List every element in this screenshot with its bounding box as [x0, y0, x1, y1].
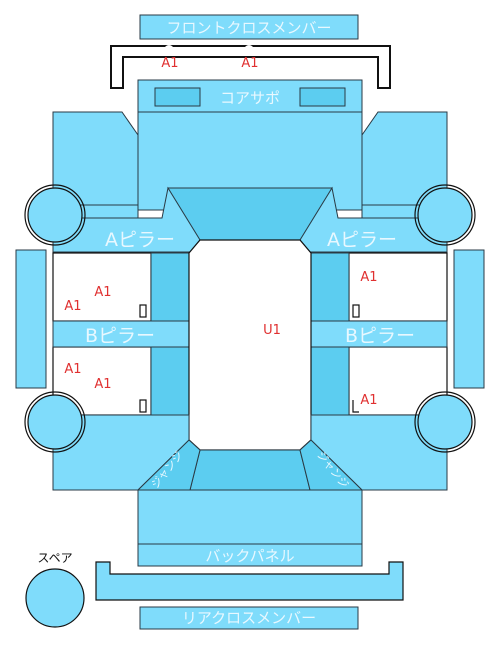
wheel-front-left[interactable]	[27, 187, 83, 243]
marker-left-upper-a: A1	[94, 285, 111, 300]
core-support-slot-right	[299, 87, 346, 107]
back-panel-label: バックパネル	[205, 547, 294, 565]
rear-cross-member[interactable]	[139, 606, 359, 630]
front-cross-member[interactable]	[139, 14, 359, 40]
right-rocker-panel[interactable]	[453, 249, 485, 389]
left-rocker-panel[interactable]	[15, 249, 47, 389]
bolt-left-icon	[164, 45, 174, 55]
hole-left-upper	[139, 304, 147, 318]
a-pillar-right-label: Aピラー	[327, 229, 397, 251]
marker-left-upper-b: A1	[64, 299, 81, 314]
marker-right-lower: A1	[360, 393, 377, 408]
wheel-front-right[interactable]	[417, 187, 473, 243]
rear-bracket	[95, 561, 404, 601]
marker-left-lower-a: A1	[64, 362, 81, 377]
trunk-area[interactable]	[137, 489, 363, 545]
marker-center: U1	[263, 323, 281, 338]
front-cross-member-label: フロントクロスメンバー	[166, 19, 331, 37]
back-panel[interactable]	[137, 543, 363, 567]
spare-label: スペア	[37, 551, 72, 565]
b-pillar-right-label: Bピラー	[345, 325, 415, 347]
wheel-front-right-ring	[414, 184, 476, 246]
hole-left-lower	[139, 399, 147, 413]
front-bracket	[110, 45, 391, 89]
marker-right-upper: A1	[360, 270, 377, 285]
core-support-slot-left	[154, 87, 201, 107]
hole-right-lower	[352, 400, 359, 413]
b-pillar-right[interactable]	[310, 320, 448, 348]
b-pillar-left-label: Bピラー	[85, 325, 155, 347]
b-pillar-left[interactable]	[52, 320, 190, 348]
cabin-opening	[188, 239, 312, 451]
bolt-right-icon	[244, 45, 254, 55]
wheel-rear-left-ring	[24, 391, 86, 453]
wheel-rear-right-ring	[414, 391, 476, 453]
marker-front-right: A1	[241, 56, 258, 71]
right-front-door-opening	[348, 252, 448, 322]
wheel-front-left-ring	[24, 184, 86, 246]
core-support-label: コアサポ	[220, 89, 280, 107]
a-pillar-left-label: Aピラー	[105, 229, 175, 251]
wheel-rear-left[interactable]	[27, 394, 83, 450]
hole-right-upper	[352, 304, 360, 318]
marker-front-left: A1	[161, 56, 178, 71]
rear-floor-panel[interactable]	[189, 449, 311, 491]
rear-cross-member-label: リアクロスメンバー	[182, 609, 316, 627]
spare-tire[interactable]	[25, 568, 85, 628]
marker-left-lower-b: A1	[94, 377, 111, 392]
wheel-rear-right[interactable]	[417, 394, 473, 450]
